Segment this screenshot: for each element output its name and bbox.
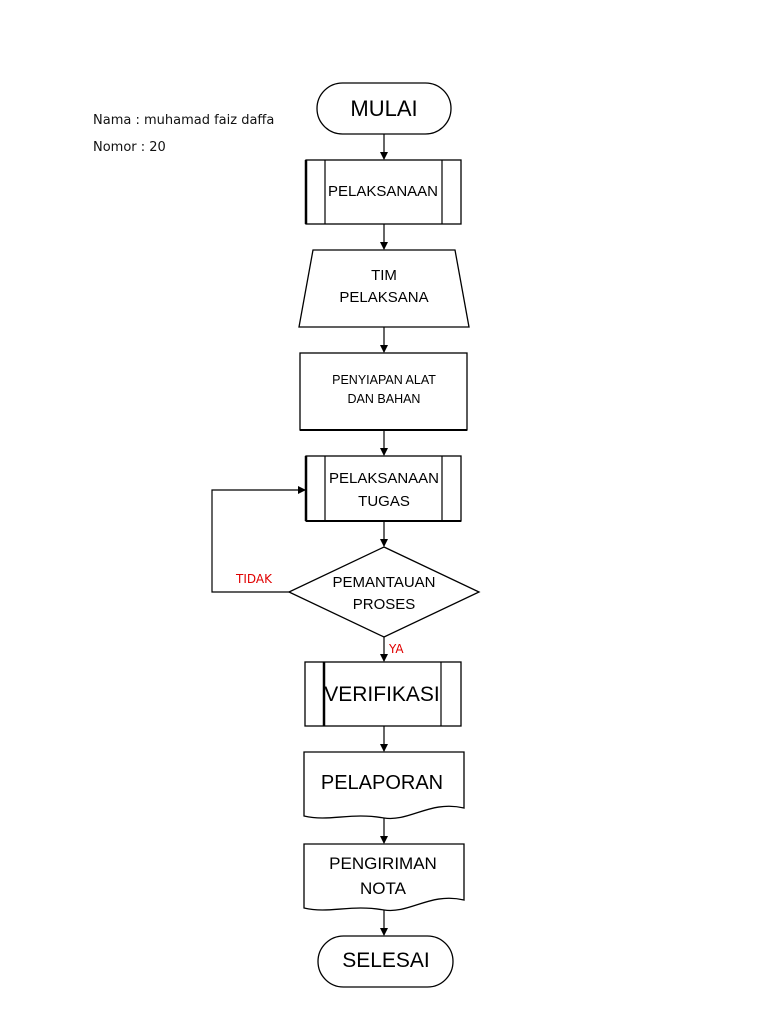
yes-branch-label: YA <box>388 642 404 656</box>
connectors <box>211 134 388 936</box>
step6-label: PELAPORAN <box>321 772 443 794</box>
step5-label: VERIFIKASI <box>324 683 440 706</box>
end-terminator: SELESAI <box>317 935 454 988</box>
decision-diamond: PEMANTAUAN PROSES <box>287 546 481 638</box>
step1-label: PELAKSANAAN <box>328 183 438 200</box>
connector-loop-back <box>211 486 306 593</box>
step3-label-line2: DAN BAHAN <box>348 392 421 406</box>
step1-predefined-process: PELAKSANAAN <box>304 159 462 225</box>
step4-label-line2: TUGAS <box>358 493 410 510</box>
step4-label-line1: PELAKSANAAN <box>329 470 439 487</box>
step5-predefined-process: VERIFIKASI <box>304 661 462 727</box>
start-terminator: MULAI <box>316 82 452 135</box>
decision-label-line2: PROSES <box>353 596 416 613</box>
step3-process: PENYIAPAN ALAT DAN BAHAN <box>299 352 468 431</box>
author-name: Nama : muhamad faiz daffa <box>93 113 275 128</box>
step4-predefined-process: PELAKSANAAN TUGAS <box>304 455 462 522</box>
step2-label-line2: PELAKSANA <box>339 289 428 306</box>
step7-label-line1: PENGIRIMAN <box>329 854 437 873</box>
end-label: SELESAI <box>342 949 430 972</box>
step2-label-line1: TIM <box>371 267 397 284</box>
step6-document: PELAPORAN <box>303 751 465 820</box>
author-number: Nomor : 20 <box>93 140 166 155</box>
no-branch-label: TIDAK <box>235 572 273 586</box>
step2-manual-operation: TIM PELAKSANA <box>298 249 470 328</box>
decision-label-line1: PEMANTAUAN <box>332 574 435 591</box>
step7-label-line2: NOTA <box>360 879 407 898</box>
step7-document: PENGIRIMAN NOTA <box>303 843 465 912</box>
start-label: MULAI <box>350 96 417 121</box>
step3-label-line1: PENYIAPAN ALAT <box>332 373 436 387</box>
